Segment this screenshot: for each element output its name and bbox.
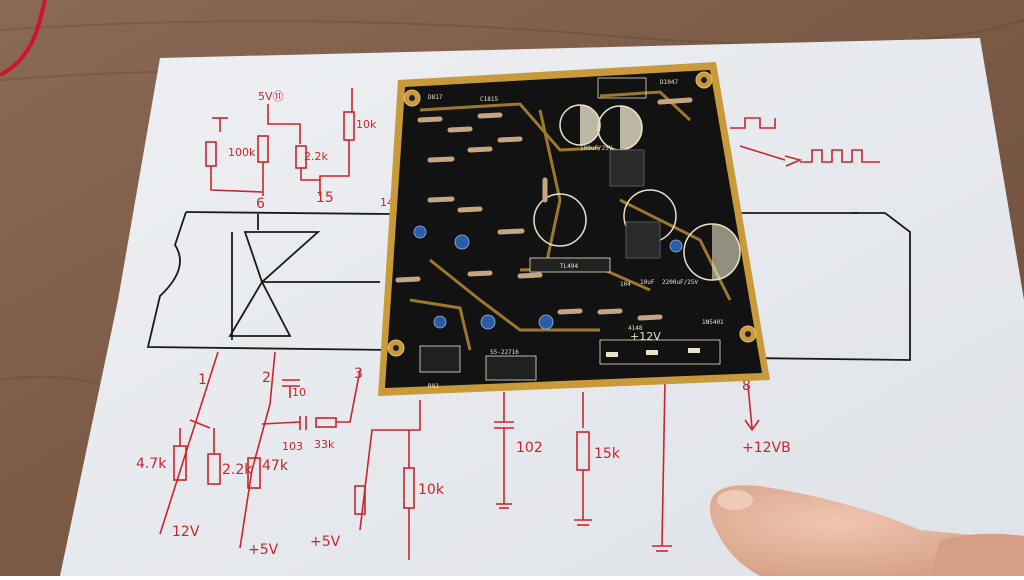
pcb-board: +12V D817 C1815 D1047 S5-22716 1N5401 10… [378,62,770,396]
pcb-label-c1815: C1815 [480,96,498,103]
label-12v: 12V [172,524,200,540]
label-pin6: 6 [256,196,265,212]
pcb-label-diode: 1N5401 [702,319,724,326]
label-pin3: 3 [354,366,363,382]
label-15k: 15k [594,446,621,462]
label-100k: 100k [228,146,256,159]
label-102: 102 [516,440,543,456]
label-5v-b: +5V [310,534,341,550]
label-2k2: 2.2k [304,150,328,163]
pcb-label-4148: 4148 [628,325,643,332]
label-pin1: 1 [198,372,207,388]
red-wire [0,0,47,77]
label-10k-top: 10k [356,118,377,131]
pcb-label-12v: +12V [630,330,661,343]
pointing-hand [709,485,1024,576]
pcb-label-ic: TL494 [560,263,578,270]
pcb-label-d1047: D1047 [660,79,678,86]
label-33k: 33k [314,438,335,451]
pcb-label-cap1: 10uF [640,279,655,286]
label-pin15: 15 [316,190,334,206]
pcb-label-cap3: 100uF/25V [580,145,613,152]
label-22k: 2.2k [222,462,253,478]
label-pin2: 2 [262,370,271,386]
label-10k-bottom: 10k [418,482,445,498]
pcb-label-d817: D817 [428,94,443,101]
schematic-wiring [146,211,911,361]
label-12vb: +12VB [742,440,791,456]
pcb-label-connector: S5-22716 [490,349,519,356]
pcb-label-r03: R03 [428,383,439,390]
label-pin8: 8 [742,378,751,394]
label-5v-top: 5V⑪ [258,90,284,103]
pcb-label-cap2: 2200uF/25V [662,279,699,286]
label-47k: 47k [262,458,289,474]
label-c103: 103 [282,440,303,453]
label-5v-a: +5V [248,542,279,558]
schematic-labels: 5V⑪ 100k 2.2k 10k 6 15 14 1 2 3 8 10 103… [136,90,791,558]
schematic-components [159,88,880,560]
label-4k7: 4.7k [136,456,167,472]
label-c10: 10 [292,386,306,399]
pcb-label-104: 104 [620,281,631,288]
